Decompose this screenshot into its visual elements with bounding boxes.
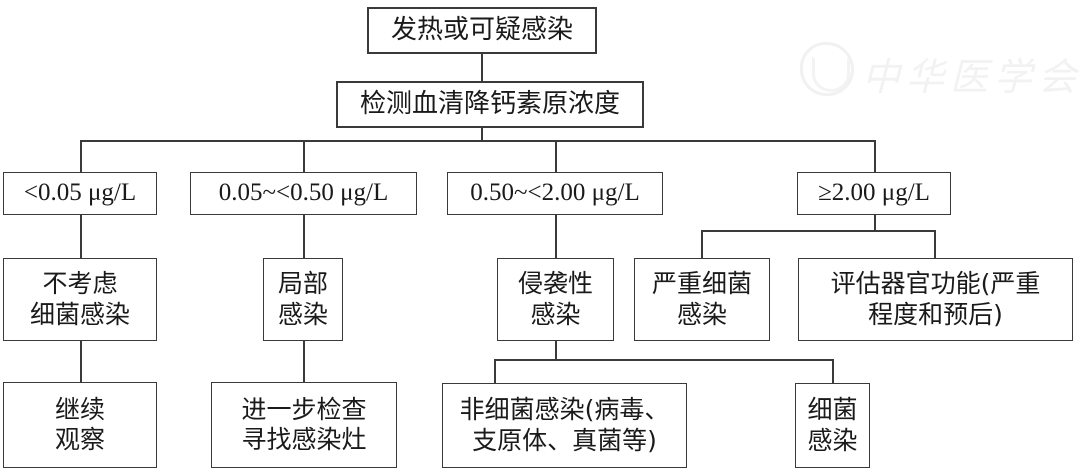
connector-threshold2-to-node — [303, 215, 305, 258]
connector-bus-to-severe-infection — [701, 230, 703, 258]
node-test: 检测血清降钙素原浓度 — [336, 81, 644, 128]
connector-bus-to-organ-assessment — [934, 230, 936, 258]
connector-threshold1-to-node — [80, 215, 82, 258]
node-nonbacterial-infection-label: 非细菌感染(病毒、 支原体、真菌等) — [459, 395, 670, 455]
watermark: 中华医学会 — [800, 42, 1076, 104]
node-root-label: 发热或可疑感染 — [390, 14, 573, 45]
connector-root-to-test — [481, 54, 483, 81]
node-further-examination-label: 进一步检查 寻找感染灶 — [241, 394, 367, 455]
node-threshold-2-label: 0.05~<0.50 μg/L — [218, 179, 389, 207]
node-severe-bacterial-infection: 严重细菌 感染 — [634, 258, 770, 341]
connector-threshold3-to-node — [555, 215, 557, 258]
node-threshold-1-label: <0.05 μg/L — [23, 179, 137, 207]
node-further-examination: 进一步检查 寻找感染灶 — [211, 382, 397, 468]
connector-invasive-down — [555, 341, 557, 360]
node-nonbacterial-infection: 非细菌感染(病毒、 支原体、真菌等) — [442, 383, 687, 468]
connector-threshold-bus — [80, 140, 875, 142]
node-invasive-infection: 侵袭性 感染 — [497, 258, 614, 341]
connector-invasive-bus — [494, 359, 833, 361]
node-no-bacterial-consideration: 不考虑 细菌感染 — [3, 258, 157, 341]
connector-bus-to-bacterial — [832, 359, 834, 383]
node-severe-bacterial-infection-label: 严重细菌 感染 — [651, 269, 752, 329]
node-test-label: 检测血清降钙素原浓度 — [359, 88, 620, 119]
connector-bus-to-nonbacterial — [494, 359, 496, 383]
connector-threshold4-down — [874, 215, 876, 231]
node-threshold-4: ≥2.00 μg/L — [797, 172, 951, 215]
node-bacterial-infection: 细菌 感染 — [795, 383, 870, 468]
node-threshold-3-label: 0.50~<2.00 μg/L — [470, 179, 640, 207]
node-threshold-2: 0.05~<0.50 μg/L — [190, 172, 417, 215]
watermark-text: 中华医学会 — [862, 55, 1080, 99]
node-local-infection: 局部 感染 — [263, 258, 343, 341]
node-continue-observation-label: 继续 观察 — [54, 394, 105, 455]
node-local-infection-label: 局部 感染 — [277, 269, 328, 329]
connector-test-down — [481, 128, 483, 141]
node-threshold-4-label: ≥2.00 μg/L — [818, 179, 930, 207]
node-organ-function-assessment-label: 评估器官功能(严重 程度和预后) — [830, 269, 1041, 329]
node-bacterial-infection-label: 细菌 感染 — [807, 395, 858, 455]
node-threshold-1: <0.05 μg/L — [3, 172, 157, 215]
node-invasive-infection-label: 侵袭性 感染 — [517, 269, 593, 329]
connector-bus-to-threshold-1 — [80, 140, 82, 172]
connector-bus-to-threshold-4 — [874, 140, 876, 172]
node-continue-observation: 继续 观察 — [3, 382, 157, 468]
node-root: 发热或可疑感染 — [367, 7, 597, 54]
node-threshold-3: 0.50~<2.00 μg/L — [447, 172, 663, 215]
node-organ-function-assessment: 评估器官功能(严重 程度和预后) — [798, 258, 1073, 341]
node-no-bacterial-consideration-label: 不考虑 细菌感染 — [29, 269, 130, 329]
connector-bus-to-threshold-2 — [303, 140, 305, 172]
seal-logo-icon — [800, 42, 854, 96]
connector-threshold4-bus — [701, 230, 935, 232]
connector-local-to-further-exam — [303, 341, 305, 382]
connector-bus-to-threshold-3 — [555, 140, 557, 172]
connector-no-bacterial-to-observe — [80, 341, 82, 382]
